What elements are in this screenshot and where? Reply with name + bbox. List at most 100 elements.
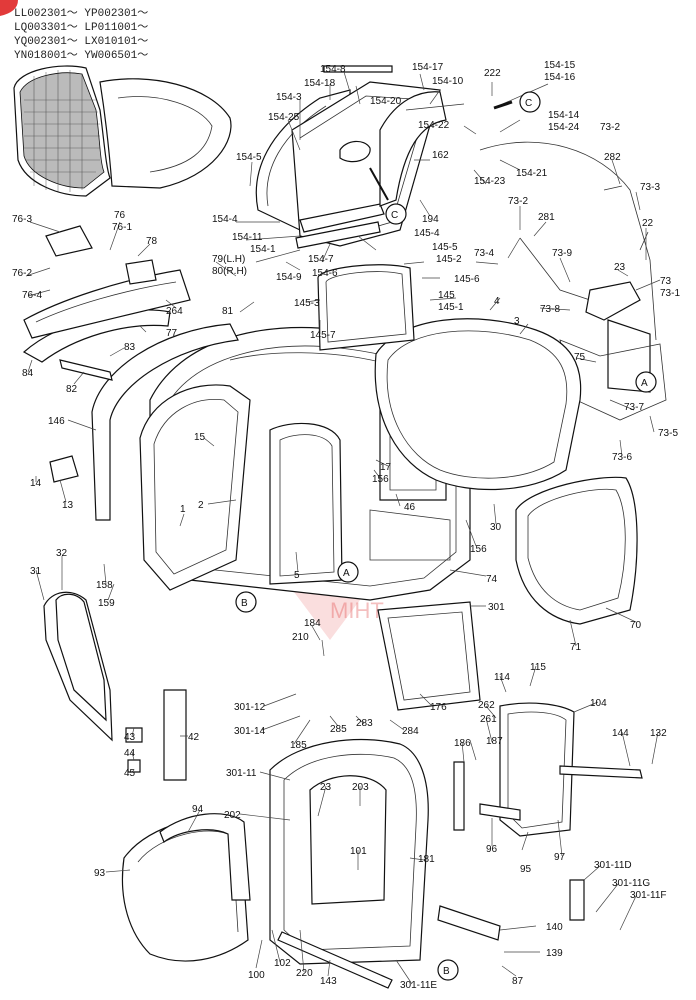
part-callout: 73-9 bbox=[552, 248, 572, 259]
part-callout: 73-8 bbox=[540, 304, 560, 315]
part-callout: 154-21 bbox=[516, 168, 548, 179]
part-callout: 70 bbox=[630, 620, 642, 631]
part-callout: 203 bbox=[352, 782, 369, 793]
part-callout: 145-6 bbox=[454, 274, 480, 285]
part-callout: 87 bbox=[512, 976, 524, 987]
serial-line: LL002301～ YP002301～ bbox=[14, 8, 148, 20]
part-callout: 73-5 bbox=[658, 428, 678, 439]
ref-circle-a bbox=[337, 561, 359, 583]
part-callout: 30 bbox=[490, 522, 502, 533]
part-callout: 220 bbox=[296, 968, 313, 979]
part-callout: 46 bbox=[404, 502, 416, 513]
part-callout: 97 bbox=[554, 852, 566, 863]
part-callout: 185 bbox=[290, 740, 307, 751]
part-callout: 154-9 bbox=[276, 272, 302, 283]
part-callout: 301-14 bbox=[234, 726, 266, 737]
part-callout: 76-3 bbox=[12, 214, 32, 225]
part-callout: 154-5 bbox=[236, 152, 262, 163]
part-callout: 3 bbox=[514, 316, 520, 327]
part-callout: 139 bbox=[546, 948, 563, 959]
part-callout: 23 bbox=[614, 262, 626, 273]
part-callout: 1 bbox=[180, 504, 186, 515]
part-callout: 75 bbox=[574, 352, 586, 363]
part-callout: 76-1 bbox=[112, 222, 132, 233]
part-callout: 22 bbox=[642, 218, 654, 229]
part-callout: 301-11D bbox=[594, 860, 632, 871]
upper-door-assembly bbox=[255, 65, 465, 249]
ref-label-a: A bbox=[343, 568, 350, 579]
part-callout: 154-14 bbox=[548, 110, 580, 121]
part-callout: 73-4 bbox=[474, 248, 494, 259]
part-callout: 154-16 bbox=[544, 72, 576, 83]
part-callout: 145-4 bbox=[414, 228, 440, 239]
ref-circle-b bbox=[235, 591, 257, 613]
part-callout: 158 bbox=[96, 580, 113, 591]
part-callout: 17 bbox=[380, 462, 392, 473]
part-callout: 261 bbox=[480, 714, 497, 725]
part-callout: 262 bbox=[478, 700, 495, 711]
serial-block: LL002301～ YP002301～ LQ003301～ LP011001～ … bbox=[14, 8, 148, 62]
watermark-text: MIHT bbox=[330, 598, 384, 623]
leader-lines bbox=[25, 71, 661, 985]
part-callout: 281 bbox=[538, 212, 555, 223]
part-callout: 301-11E bbox=[400, 980, 437, 991]
part-callout: 145-3 bbox=[294, 298, 320, 309]
part-callout: 140 bbox=[546, 922, 563, 933]
part-callout: 32 bbox=[56, 548, 68, 559]
part-callout: 154-24 bbox=[548, 122, 580, 133]
part-callout: 15 bbox=[194, 432, 206, 443]
part-callout: 82 bbox=[66, 384, 78, 395]
part-callout: 80(R.H) bbox=[212, 266, 247, 277]
serial-line: LQ003301～ LP011001～ bbox=[14, 22, 148, 34]
roof-panel bbox=[23, 225, 191, 381]
part-callout: 102 bbox=[274, 958, 291, 969]
part-callout: 76-2 bbox=[12, 268, 32, 279]
part-callout: 79(L.H) bbox=[212, 254, 245, 265]
part-callout: 144 bbox=[612, 728, 629, 739]
part-callout: 73-2 bbox=[508, 196, 528, 207]
part-callout: 2 bbox=[198, 500, 204, 511]
part-callout: 143 bbox=[320, 976, 337, 987]
part-callout: 76 bbox=[114, 210, 126, 221]
part-callout: 104 bbox=[590, 698, 607, 709]
part-callout: 154-8 bbox=[320, 64, 346, 75]
part-callout: 154-1 bbox=[250, 244, 276, 255]
part-callout: 5 bbox=[294, 570, 300, 581]
part-callout: 301-11 bbox=[226, 768, 257, 779]
windows bbox=[22, 264, 638, 625]
part-callout: 93 bbox=[94, 868, 106, 879]
part-callout: 13 bbox=[62, 500, 74, 511]
part-callout: 154-6 bbox=[312, 268, 338, 279]
part-callout: 76-4 bbox=[22, 290, 42, 301]
serial-line: YQ002301～ LX010101～ bbox=[14, 36, 148, 48]
part-callout: 145-7 bbox=[310, 330, 336, 341]
part-callout: 222 bbox=[484, 68, 501, 79]
corner-badge bbox=[0, 0, 18, 16]
part-callout: 154-10 bbox=[432, 76, 464, 87]
part-callout: 154-4 bbox=[212, 214, 238, 225]
part-callout: 154-23 bbox=[474, 176, 506, 187]
callouts: 154-8 154-17 154-18 154-10 222 154-15 15… bbox=[12, 60, 680, 991]
part-callout: 115 bbox=[530, 662, 546, 673]
part-callout: 42 bbox=[188, 732, 200, 743]
part-callout: 81 bbox=[222, 306, 234, 317]
part-callout: 156 bbox=[372, 474, 389, 485]
part-callout: 96 bbox=[486, 844, 498, 855]
lower-fender bbox=[121, 813, 251, 962]
part-callout: 181 bbox=[418, 854, 435, 865]
part-callout: 4 bbox=[494, 296, 500, 307]
part-callout: 154-20 bbox=[370, 96, 402, 107]
part-callout: 162 bbox=[432, 150, 449, 161]
part-callout: 154-18 bbox=[304, 78, 336, 89]
part-callout: 301 bbox=[488, 602, 505, 613]
part-callout: 94 bbox=[192, 804, 204, 815]
part-callout: 45 bbox=[124, 768, 136, 779]
part-callout: 301-11G bbox=[612, 878, 650, 889]
part-callout: 184 bbox=[304, 618, 321, 629]
part-callout: 145 bbox=[438, 290, 455, 301]
left-panels bbox=[43, 455, 187, 781]
serial-line: YN018001～ YW006501～ bbox=[14, 50, 148, 62]
part-callout: 156 bbox=[470, 544, 487, 555]
part-callout: 73 bbox=[660, 276, 672, 287]
ref-label-b: B bbox=[443, 966, 450, 977]
